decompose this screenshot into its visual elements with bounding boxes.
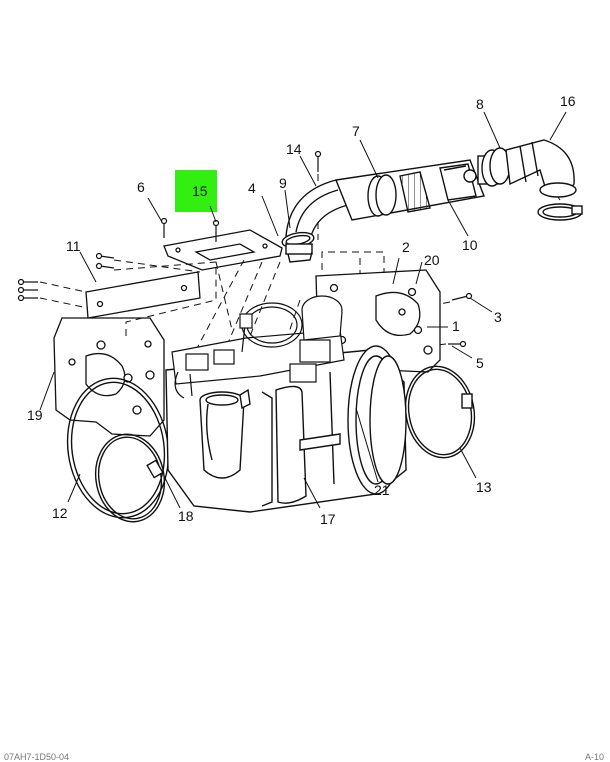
callout-8: 8: [476, 96, 484, 112]
bolts: [17, 150, 473, 348]
callout-10: 10: [462, 237, 478, 253]
callout-9: 9: [279, 175, 287, 191]
callout-11: 11: [66, 238, 81, 254]
sensor-cluster: [171, 295, 345, 399]
callout-12: 12: [52, 505, 68, 521]
leader-lines: [39, 111, 567, 509]
aftertreatment-canister: [165, 345, 407, 513]
main-intake-hose: [335, 155, 499, 221]
callout-16: 16: [560, 93, 576, 109]
outlet-elbow: [481, 139, 583, 221]
callout-2: 2: [402, 239, 410, 255]
callout-18: 18: [178, 508, 194, 524]
right-mounting-bracket: [315, 269, 441, 373]
callout-5: 5: [476, 355, 484, 371]
callout-15: 15: [192, 183, 208, 199]
callout-21: 21: [374, 482, 390, 498]
highlight-box: [175, 170, 217, 212]
footer-left-code: 07AH7-1D50-04: [4, 752, 70, 762]
callout-19: 19: [27, 407, 43, 423]
callout-20: 20: [424, 252, 440, 268]
callout-13: 13: [476, 479, 492, 495]
callout-1: 1: [452, 318, 460, 334]
callout-17: 17: [320, 511, 336, 527]
footer-right-code: A-10: [584, 752, 604, 762]
callout-3: 3: [494, 309, 502, 325]
support-plate: [163, 229, 283, 271]
callout-7: 7: [352, 123, 360, 139]
callout-numbers: 1 2 3 4 5 6 7 8 9 10 11 12 13 14 15 16 1…: [27, 93, 576, 527]
hose-elbow: [281, 179, 354, 263]
callout-4: 4: [248, 180, 256, 196]
top-left-plate: [85, 271, 201, 319]
callout-14: 14: [286, 141, 302, 157]
callout-6: 6: [137, 179, 145, 195]
left-mounting-bracket: [53, 317, 165, 437]
